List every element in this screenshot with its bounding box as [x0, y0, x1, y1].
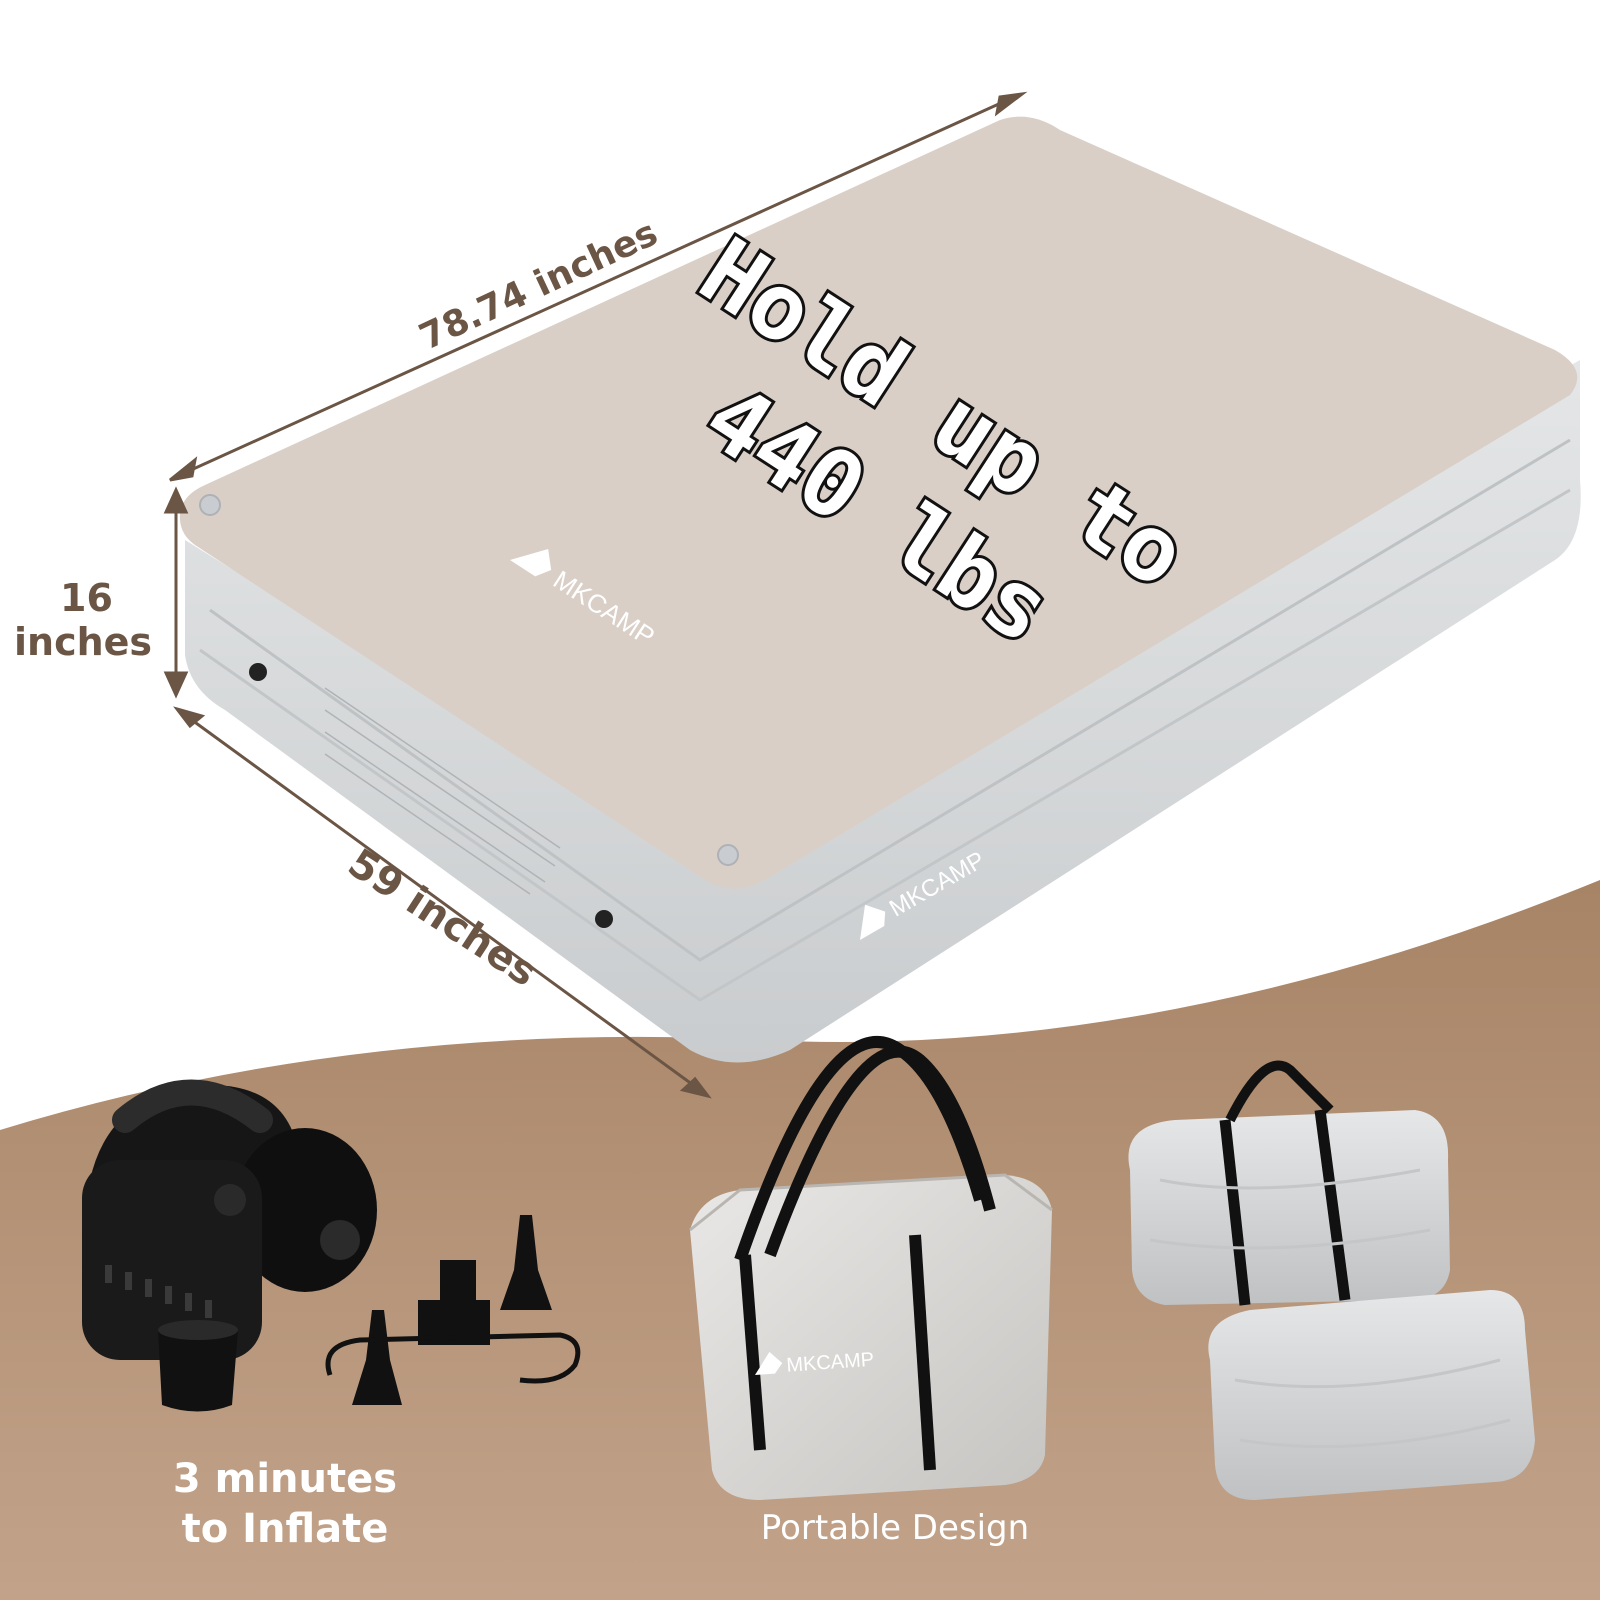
bag-caption: Portable Design — [760, 1508, 1030, 1548]
arrow-head-icon — [163, 671, 189, 699]
arrow-head-icon — [679, 1076, 712, 1099]
rolled-mattress-top — [1128, 1060, 1450, 1306]
valve-icon — [717, 844, 739, 866]
arrow-head-icon — [163, 486, 189, 514]
mattress-side — [185, 360, 1581, 1063]
height-unit: inches — [14, 620, 153, 664]
bag-handle — [734, 1035, 986, 1262]
pump-handle — [112, 1079, 273, 1133]
strap-handle — [1225, 1060, 1334, 1123]
mountain-icon — [510, 549, 552, 577]
air-pump — [82, 1079, 377, 1360]
valve-icon — [199, 494, 221, 516]
pump-caption-line2: to Inflate — [181, 1506, 389, 1552]
arrow-head-icon — [169, 456, 198, 482]
storage-bag: MKCAMP — [689, 1035, 1053, 1500]
care-label — [324, 687, 561, 895]
arrow-head-icon — [173, 706, 206, 729]
mattress-top — [179, 116, 1578, 889]
pump-caption-line1: 3 minutes — [172, 1456, 398, 1502]
mountain-icon — [755, 1351, 783, 1375]
rolled-mattress-bottom — [1208, 1290, 1535, 1500]
valve-icon — [595, 910, 613, 928]
valve-icon — [249, 663, 267, 681]
width-arrow — [184, 713, 701, 1092]
pump-nozzles — [158, 1215, 581, 1412]
dimension-arrows — [163, 91, 1028, 1099]
length-arrow — [179, 96, 1013, 477]
arrow-head-icon — [994, 91, 1028, 117]
mattress — [179, 116, 1581, 1063]
mountain-icon — [860, 904, 886, 940]
height-value: 16 — [60, 576, 113, 620]
